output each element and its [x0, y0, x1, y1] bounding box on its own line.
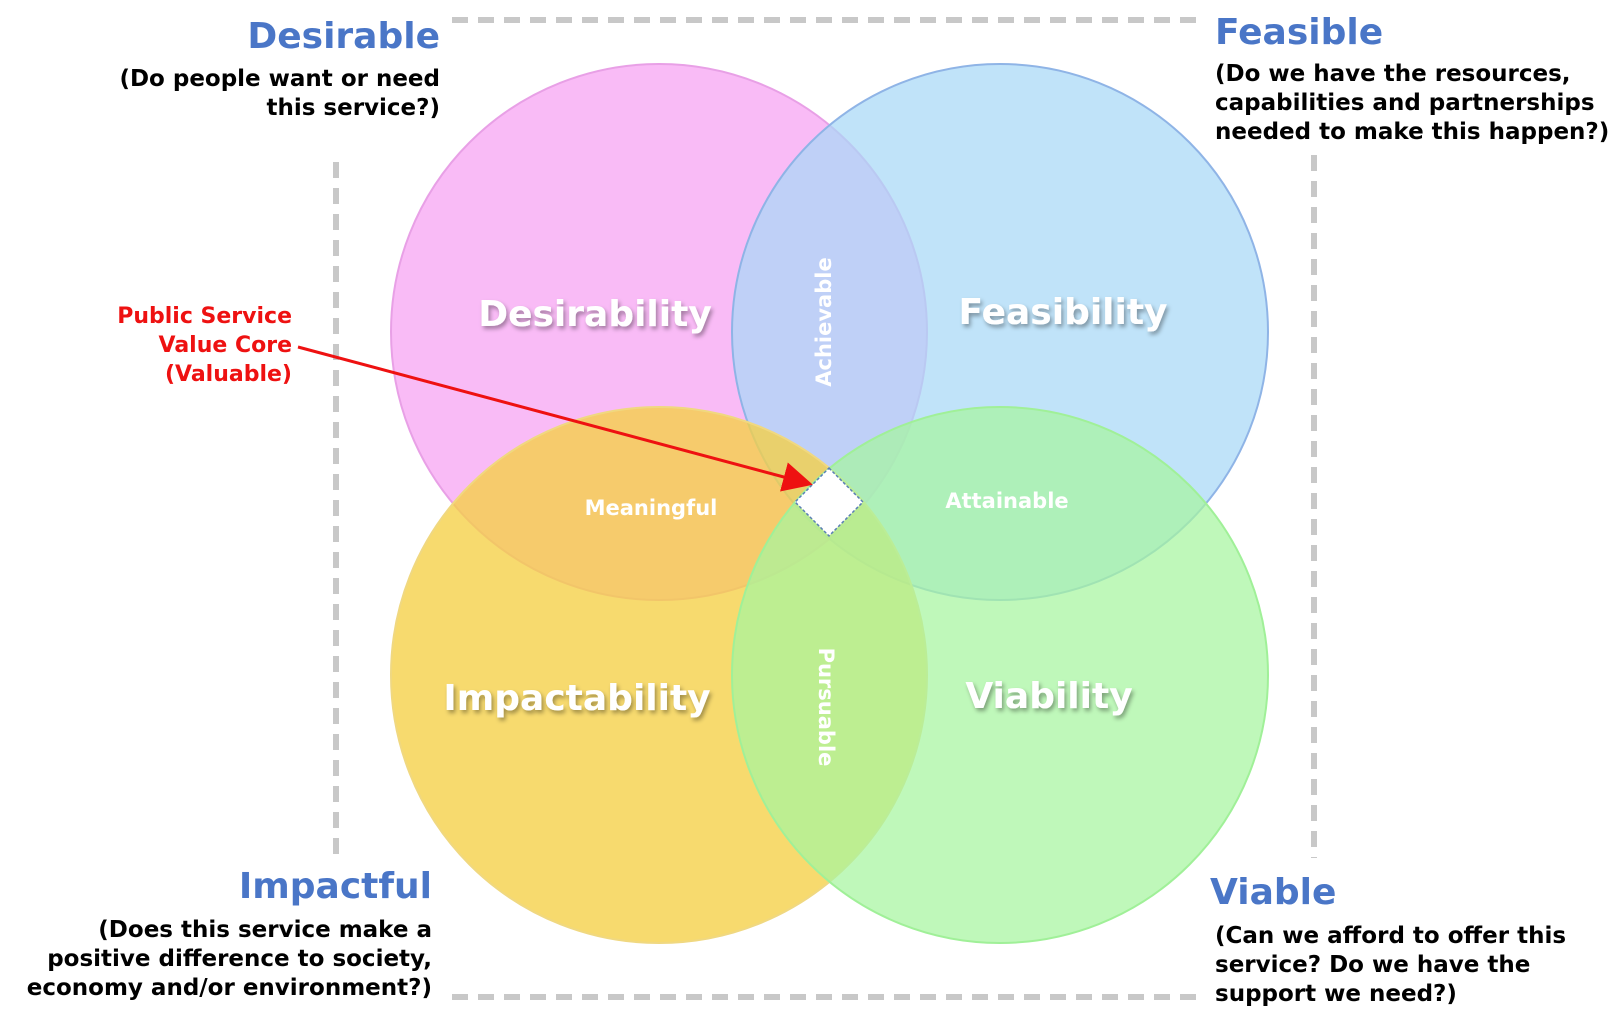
feasible-question-3: needed to make this happen?): [1215, 119, 1609, 145]
viability-circle: [731, 406, 1269, 944]
value-core-label: Public Service Value Core (Valuable): [117, 304, 292, 387]
value-core-line-2: Value Core: [159, 333, 292, 358]
feasibility-label: Feasibility: [958, 292, 1167, 333]
achievable-label: Achievable: [812, 257, 836, 386]
impactful-question-2: positive difference to society,: [47, 946, 432, 972]
desirable-question-1: (Do people want or need: [119, 66, 440, 92]
feasible-question-2: capabilities and partnerships: [1215, 90, 1595, 116]
feasible-title: Feasible: [1215, 12, 1383, 53]
viability-label: Viability: [965, 676, 1132, 717]
value-core-arrow: [297, 345, 813, 492]
feasible-question-1: (Do we have the resources,: [1215, 61, 1571, 87]
impactful-question-3: economy and/or environment?): [27, 975, 432, 1001]
value-core-line-3: (Valuable): [165, 362, 292, 387]
viable-question-2: service? Do we have the: [1215, 952, 1530, 978]
meaningful-label: Meaningful: [585, 496, 718, 520]
impactful-title: Impactful: [239, 866, 432, 907]
impactful-question-1: (Does this service make a: [98, 917, 432, 943]
impactability-label: Impactability: [443, 678, 710, 719]
value-core-line-1: Public Service: [117, 304, 292, 329]
dashed-frame: [333, 17, 1317, 1000]
viable-question-3: support we need?): [1215, 981, 1457, 1007]
desirable-question-2: this service?): [266, 95, 440, 121]
desirability-label: Desirability: [478, 294, 712, 335]
viable-question-1: (Can we afford to offer this: [1215, 923, 1566, 949]
attainable-label: Attainable: [945, 489, 1068, 513]
desirable-title: Desirable: [247, 16, 440, 57]
viable-title: Viable: [1210, 872, 1336, 913]
pursuable-label: Pursuable: [814, 648, 838, 767]
